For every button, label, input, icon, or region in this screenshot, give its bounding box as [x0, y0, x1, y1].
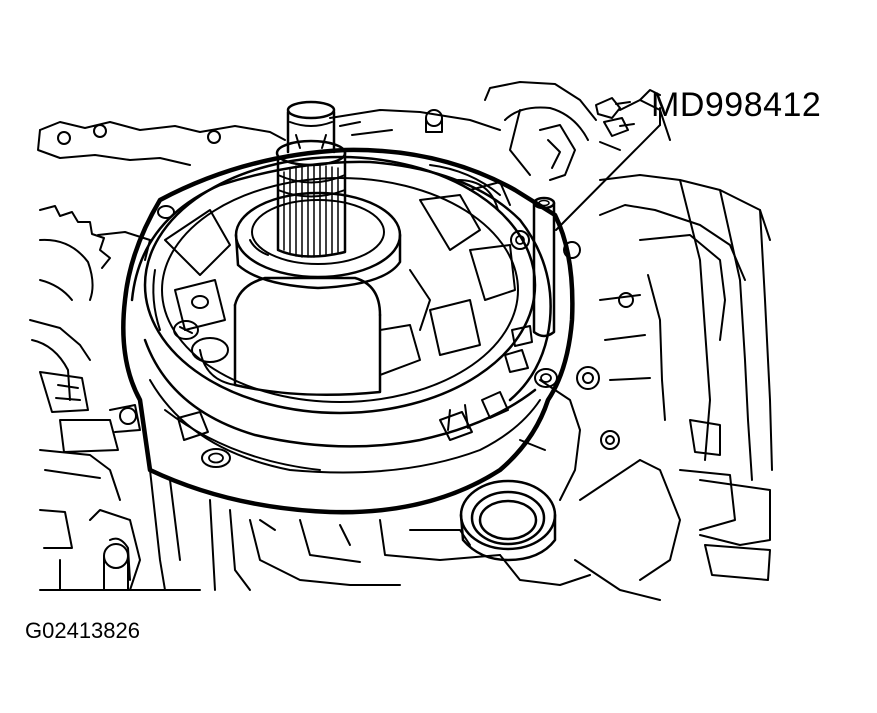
transmission-case — [29, 81, 773, 601]
shaft-splines — [283, 164, 339, 258]
callout-leader — [555, 107, 661, 231]
figure-id-label: G02413826 — [25, 618, 140, 643]
guide-pin-tool — [532, 196, 556, 338]
oil-pump-assembly — [121, 100, 575, 515]
tool-callout-label: MD998412 — [651, 86, 822, 124]
seal-boss — [459, 479, 557, 562]
